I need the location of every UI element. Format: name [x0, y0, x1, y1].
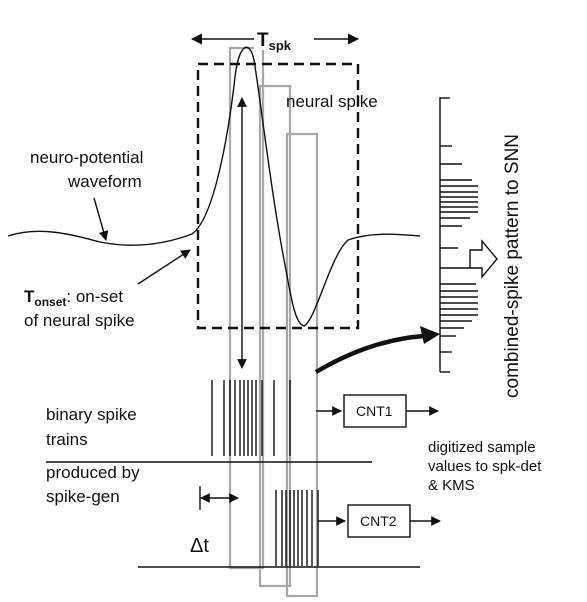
cnt2-box: [347, 504, 411, 538]
waveform-label-line1: neuro-potential: [30, 148, 143, 167]
t-onset-label: Tonset: on-set: [24, 287, 123, 309]
sampling-windows: [228, 46, 319, 598]
combined-spike-label: combined-spike pattern to SNN: [502, 134, 523, 398]
neural-spike-label: neural spike: [286, 92, 378, 111]
t-onset-pointer-arrow: [137, 249, 191, 285]
binary-label-line3: produced by: [46, 463, 140, 482]
digitized-label-line2: values to spk-det: [428, 458, 542, 475]
cnt1-label: CNT1: [356, 403, 393, 419]
cnt1-box: [343, 394, 407, 428]
spike-window-dashed: [196, 62, 360, 330]
spike-train-2: [275, 490, 319, 566]
binary-label-line2: trains: [46, 430, 88, 449]
hollow-arrow: [469, 239, 498, 279]
t-onset-label-line2: of neural spike: [24, 311, 135, 330]
neuro-potential-waveform: [7, 46, 421, 327]
sampling-window-1: [228, 46, 265, 570]
waveform-label-line2: waveform: [67, 172, 142, 191]
binary-label-line4: spike-gen: [46, 487, 120, 506]
spike-train-1: [211, 380, 291, 456]
waveform-pointer-arrow: [93, 197, 109, 241]
sampling-window-2: [258, 84, 292, 588]
curved-bold-arrow: [314, 333, 425, 374]
delta-t-label: Δt: [190, 535, 209, 557]
sampling-window-3: [285, 132, 319, 598]
binary-label-line1: binary spike: [46, 405, 137, 424]
t-spk-label: Tspk: [257, 30, 292, 53]
combined-spike-pattern: [439, 97, 478, 373]
digitized-label-line1: digitized sample: [428, 439, 536, 456]
digitized-label-line3: & KMS: [428, 477, 475, 494]
cnt2-label: CNT2: [360, 513, 397, 529]
